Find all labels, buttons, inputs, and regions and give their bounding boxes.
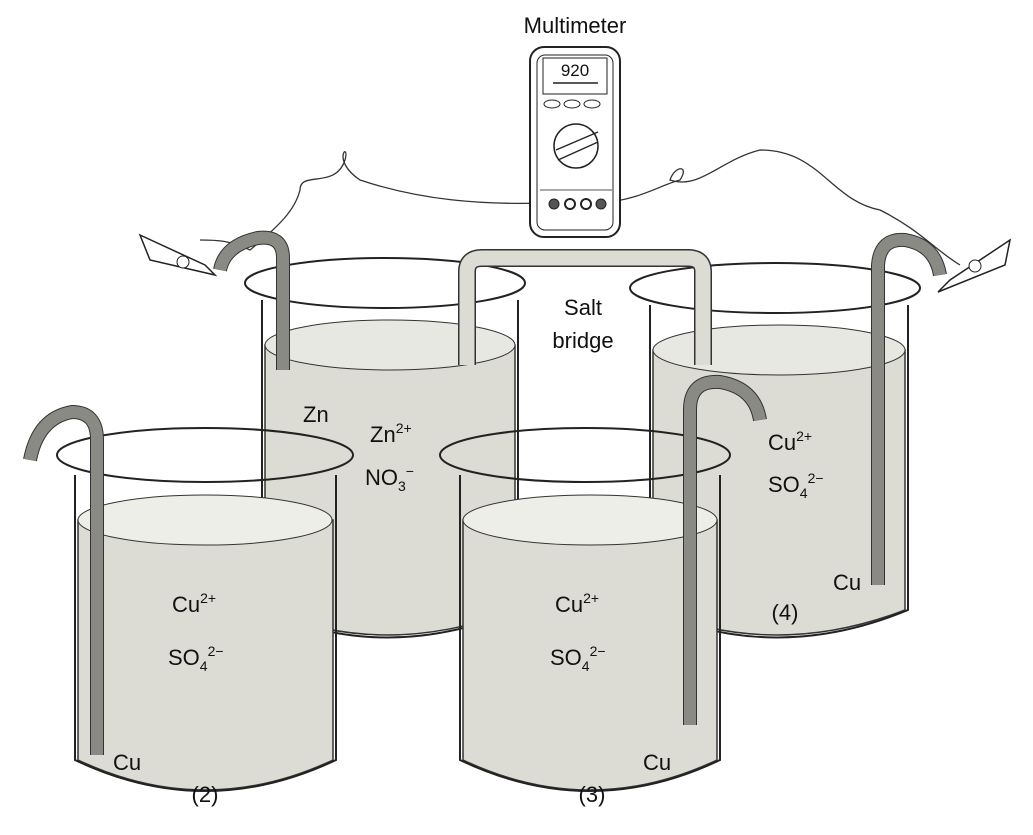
cu-electrode-label: Cu bbox=[833, 570, 861, 595]
meter-jack[interactable] bbox=[595, 198, 607, 210]
meter-button[interactable] bbox=[543, 99, 561, 109]
zn-electrode-label: Zn bbox=[303, 402, 329, 427]
multimeter-label: Multimeter bbox=[524, 13, 627, 38]
beaker-number: (4) bbox=[772, 600, 799, 625]
sulfate-ion-label: SO42− bbox=[768, 470, 824, 501]
beaker-number: (2) bbox=[192, 782, 219, 807]
copper-ion-label: Cu2+ bbox=[172, 590, 216, 617]
meter-jack[interactable] bbox=[548, 198, 560, 210]
copper-ion-label: Cu2+ bbox=[555, 590, 599, 617]
multimeter-reading: 920 bbox=[561, 61, 589, 80]
salt-bridge: Salt bridge bbox=[458, 249, 712, 365]
beaker-number: (3) bbox=[579, 782, 606, 807]
sulfate-ion-label: SO42− bbox=[550, 643, 606, 674]
right-wire bbox=[599, 149, 961, 266]
left-alligator-clip bbox=[138, 233, 218, 277]
right-alligator-clip bbox=[937, 238, 1012, 293]
cu-electrode-label: Cu bbox=[643, 750, 671, 775]
meter-button[interactable] bbox=[563, 99, 581, 109]
left-wire bbox=[199, 151, 549, 251]
meter-button[interactable] bbox=[583, 99, 601, 109]
cu-electrode-label: Cu bbox=[113, 750, 141, 775]
beaker-2: Cu2+ SO42− Cu (2) bbox=[23, 404, 354, 807]
selector-dial[interactable] bbox=[553, 123, 599, 169]
meter-jack[interactable] bbox=[564, 198, 576, 210]
copper-ion-label: Cu2+ bbox=[768, 428, 812, 455]
nitrate-ion-label: NO3− bbox=[365, 463, 414, 494]
salt-bridge-label: bridge bbox=[552, 328, 613, 353]
meter-jack[interactable] bbox=[580, 198, 592, 210]
multimeter: 920 bbox=[529, 46, 621, 238]
sulfate-ion-label: SO42− bbox=[168, 643, 224, 674]
beaker-3: Cu2+ SO42− Cu (3) bbox=[439, 374, 767, 807]
salt-bridge-label: Salt bbox=[564, 295, 602, 320]
zn-ion-label: Zn2+ bbox=[370, 420, 412, 447]
